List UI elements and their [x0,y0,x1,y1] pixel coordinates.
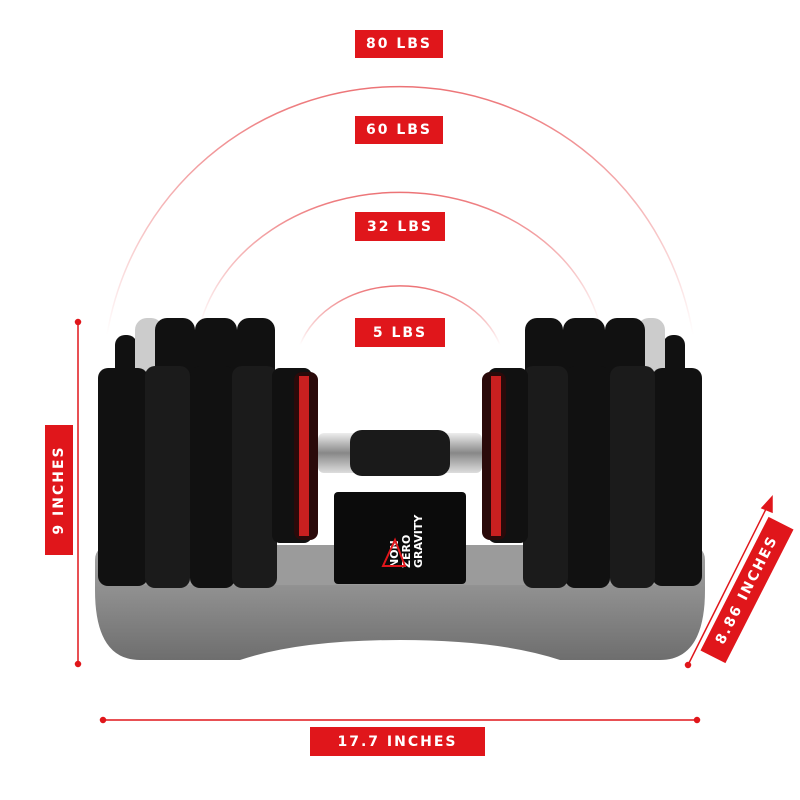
left-plates [98,318,318,588]
weight-label-5: 5 LBS [355,318,445,347]
arc-60-lbs [199,191,601,326]
right-plates [482,318,702,588]
height-dimension-line [74,318,82,668]
weight-label-60: 60 LBS [355,116,443,144]
svg-text:GRAVITY: GRAVITY [412,514,425,568]
height-label: 9 INCHES [45,425,73,555]
arc-80-lbs [106,85,694,336]
width-label: 17.7 INCHES [310,727,485,756]
brand-logo-plate [334,492,466,584]
arc-32-lbs [299,285,501,346]
weight-label-32: 32 LBS [355,212,445,241]
depth-dimension-line [684,495,773,669]
width-dimension-line [99,716,701,724]
weight-label-80: 80 LBS [355,30,443,58]
